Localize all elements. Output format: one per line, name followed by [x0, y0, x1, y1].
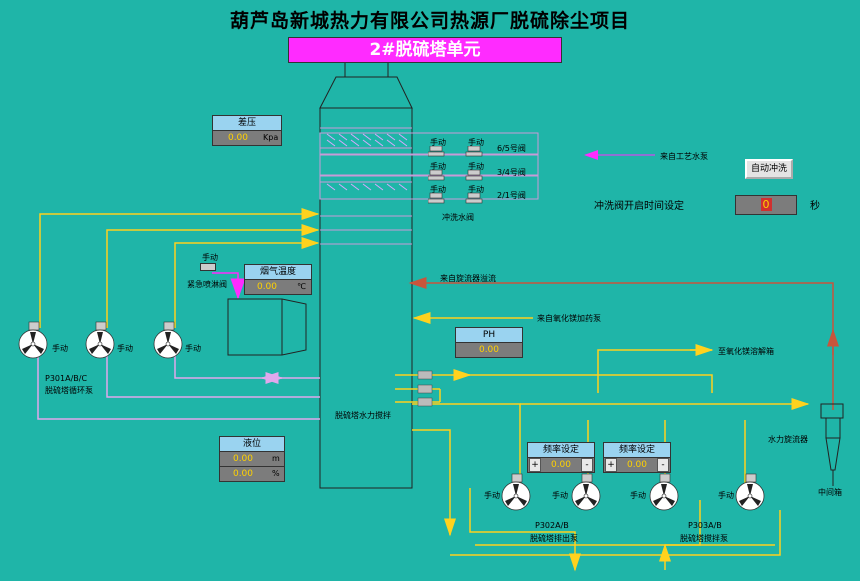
circ-pump-name: 脱硫塔循环泵: [45, 386, 93, 395]
circ-pump-c-mode: 手动: [185, 344, 201, 353]
circ-pump-b-mode: 手动: [117, 344, 133, 353]
discharge-pump-a-mode: 手动: [484, 491, 500, 500]
process-water-label: 来自工艺水泵: [660, 152, 708, 161]
freq-2-minus-button[interactable]: -: [657, 458, 669, 472]
mgo-tank-label: 至氧化镁溶解箱: [718, 347, 774, 356]
stir-pump-name: 脱硫塔搅拌泵: [680, 534, 728, 543]
cyclone: [820, 403, 844, 486]
freq-1-minus-button[interactable]: -: [581, 458, 593, 472]
spray-valve-3-mode-left: 手动: [430, 185, 446, 194]
discharge-pump-b-mode: 手动: [552, 491, 568, 500]
level-panel: 液位 0.00 m 0.00 %: [219, 436, 285, 482]
level-m-unit: m: [272, 454, 280, 463]
stir-pump-b-mode: 手动: [718, 491, 734, 500]
unit-title: 2#脱硫塔单元: [288, 37, 562, 63]
flush-valve-label: 冲洗水阀: [442, 213, 474, 222]
absorber-tower: [319, 61, 413, 489]
level-m-value: 0.00: [232, 454, 254, 464]
circ-pump-tag: P301A/B/C: [45, 374, 88, 383]
spray-valve-2-mode-right: 手动: [468, 162, 484, 171]
flue-temp-unit: ℃: [297, 282, 306, 291]
stir-pump-tag: P303A/B: [688, 521, 722, 530]
flush-time-label: 冲洗阀开启时间设定: [594, 201, 684, 212]
nozzles: [326, 133, 408, 191]
diff-pressure-display: 0.00 Kpa: [213, 131, 281, 145]
freq-setting-1: 频率设定 + 0.00 -: [527, 442, 595, 473]
page-title: 葫芦岛新城热力有限公司热源厂脱硫除尘项目: [229, 10, 630, 32]
diff-pressure-panel: 差压 0.00 Kpa: [212, 115, 282, 146]
stirring-label: 脱硫塔水力搅拌: [335, 411, 391, 420]
spray-valve-1-mode-right: 手动: [468, 138, 484, 147]
cyclone-overflow-label: 来自旋流器溢流: [440, 274, 496, 283]
diff-pressure-value: 0.00: [227, 133, 249, 143]
spray-valve-icons[interactable]: [428, 146, 488, 206]
spray-valve-3-mode-right: 手动: [468, 185, 484, 194]
level-pct-unit: %: [272, 469, 280, 478]
level-pct-value: 0.00: [232, 469, 254, 479]
discharge-pump-tag: P302A/B: [535, 521, 569, 530]
spray-valve-2-mode-left: 手动: [430, 162, 446, 171]
ph-display: 0.00: [456, 343, 522, 357]
flush-time-value: 0: [760, 198, 772, 211]
flue-temp-display: 0.00 ℃: [245, 280, 311, 294]
flue-temp-value: 0.00: [256, 282, 278, 292]
flush-time-unit: 秒: [810, 201, 820, 212]
freq-setting-2: 频率设定 + 0.00 -: [603, 442, 671, 473]
flush-time-input[interactable]: 0: [735, 195, 797, 215]
emergency-valve-icon[interactable]: [200, 263, 216, 271]
ph-label: PH: [456, 328, 522, 343]
level-label: 液位: [220, 437, 284, 452]
mid-tank-label: 中间箱: [818, 488, 842, 497]
emergency-valve-mode: 手动: [202, 253, 218, 262]
level-pct-display: 0.00 %: [220, 467, 284, 481]
spray-valve-1-name: 6/5号阀: [497, 144, 526, 153]
stir-pump-a-mode: 手动: [630, 491, 646, 500]
mgo-dosing-label: 来自氧化镁加药泵: [537, 314, 601, 323]
level-m-display: 0.00 m: [220, 452, 284, 467]
diff-pressure-label: 差压: [213, 116, 281, 131]
spray-valve-2-name: 3/4号阀: [497, 168, 526, 177]
freq-2-plus-button[interactable]: +: [605, 458, 617, 472]
ph-panel: PH 0.00: [455, 327, 523, 358]
circ-pump-a-mode: 手动: [52, 344, 68, 353]
ph-value: 0.00: [478, 345, 500, 355]
freq-setting-2-label: 频率设定: [604, 443, 670, 458]
cyclone-label: 水力旋流器: [768, 435, 808, 444]
freq-1-plus-button[interactable]: +: [529, 458, 541, 472]
spray-valve-3-name: 2/1号阀: [497, 191, 526, 200]
flue-temp-label: 烟气温度: [245, 265, 311, 280]
freq-2-value[interactable]: 0.00: [626, 460, 648, 470]
diff-pressure-unit: Kpa: [263, 133, 279, 142]
emergency-valve-label: 紧急喷淋阀: [187, 280, 227, 289]
spray-valve-1-mode-left: 手动: [430, 138, 446, 147]
discharge-pump-name: 脱硫塔排出泵: [530, 534, 578, 543]
freq-1-value[interactable]: 0.00: [550, 460, 572, 470]
freq-setting-1-label: 频率设定: [528, 443, 594, 458]
auto-flush-button[interactable]: 自动冲洗: [745, 159, 793, 179]
flue-temp-panel: 烟气温度 0.00 ℃: [244, 264, 312, 295]
